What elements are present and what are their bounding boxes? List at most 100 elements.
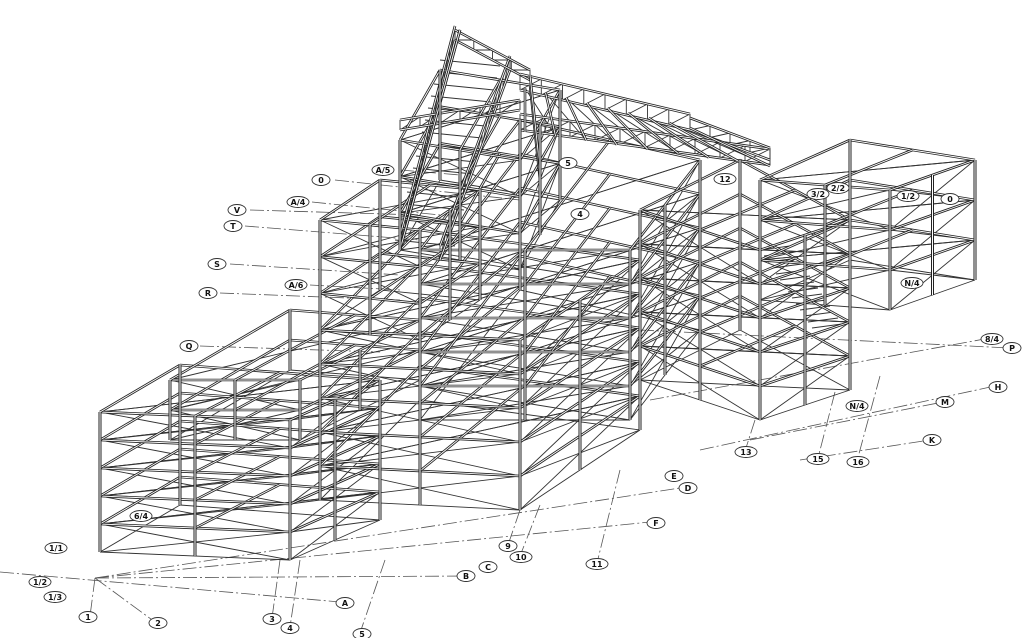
truss-chord-inner: [529, 74, 541, 171]
grid-line: [639, 329, 1011, 349]
beam-inner: [234, 314, 356, 381]
grid-bubble-text: F: [653, 519, 658, 528]
beam-inner: [699, 291, 796, 333]
beam-inner: [194, 456, 281, 501]
grid-bubble-text: 9: [505, 542, 511, 551]
grid-line: [289, 559, 301, 628]
grid-bubble-text: 1/3: [48, 593, 62, 602]
beam-inner: [759, 139, 851, 181]
grid-line: [94, 487, 681, 579]
truss-chord-inner: [399, 99, 521, 121]
beam-inner: [524, 173, 611, 285]
grid-bubble: 15: [806, 453, 830, 465]
grid-bubble: 3: [262, 613, 282, 625]
roof-purlin-inner: [545, 92, 557, 137]
grid-line: [94, 521, 651, 579]
roof-purlin-inner: [648, 117, 710, 158]
stair-tread: [771, 263, 803, 269]
beam-inner: [419, 244, 531, 336]
grid-bubble-circle: [223, 220, 243, 232]
grid-bubble-circle: [734, 446, 758, 458]
grid-bubble-text: C: [485, 563, 491, 572]
truss-web: [439, 109, 461, 124]
base-line: [99, 504, 181, 553]
grid-bubble-circle: [286, 196, 310, 208]
grid-bubble: 11: [585, 558, 609, 570]
beam-inner: [99, 392, 181, 441]
beam-inner: [99, 364, 181, 413]
base-line: [289, 369, 421, 381]
frame-label-text: 0: [947, 195, 953, 204]
grid-bubble-circle: [922, 434, 942, 446]
grid-line: [596, 469, 621, 564]
truss-chord-inner: [399, 29, 461, 251]
grid-line: [244, 225, 421, 241]
frame-label: N/4: [900, 277, 924, 289]
grid-bubble-circle: [988, 381, 1008, 393]
beam-inner: [419, 153, 521, 285]
grid-bubble-text: K: [929, 436, 936, 445]
floor-brace: [319, 395, 641, 467]
roof-brace: [565, 97, 618, 146]
frame-label: 12: [713, 173, 737, 185]
roof-brace: [586, 102, 648, 150]
grid-line: [229, 263, 401, 276]
beam-inner: [319, 365, 421, 467]
beam-inner: [419, 380, 531, 472]
beam-inner: [194, 400, 281, 445]
grid-bubble: 4: [280, 622, 300, 634]
beam-inner: [319, 297, 421, 399]
truss-web: [459, 106, 481, 121]
base-line: [849, 259, 976, 281]
grid-bubble: S: [207, 258, 227, 270]
base-line: [739, 329, 851, 391]
roof-purlin-inner: [627, 112, 679, 154]
grid-bubble-circle: [845, 400, 869, 412]
beam-inner: [419, 187, 521, 319]
grid-bubble-text: A/5: [376, 166, 391, 175]
grid-bubble: T: [223, 220, 243, 232]
frame-label-text: 2/2: [831, 184, 845, 193]
grid-bubble: 13: [734, 446, 758, 458]
roof-purlin-inner: [689, 127, 771, 167]
grid-bubble-circle: [28, 576, 52, 588]
grid-bubble-circle: [664, 470, 684, 482]
grid-line: [249, 209, 421, 216]
stair-tread: [783, 281, 815, 287]
grid-bubble: 8/4: [980, 333, 1004, 345]
grid-bubble: N/4: [845, 400, 869, 412]
grid-line: [744, 419, 756, 452]
beam-inner: [99, 448, 181, 497]
grid-bubble: 9: [498, 540, 518, 552]
grid-bubble: Q: [179, 340, 199, 352]
floor-brace: [169, 319, 421, 381]
beam-inner: [169, 339, 291, 411]
grid-bubble-circle: [846, 456, 870, 468]
frame-label: 1/2: [896, 190, 920, 202]
grid-bubble: F: [646, 517, 666, 529]
grid-bubble-text: 10: [515, 553, 527, 562]
grid-bubble-text: 5: [359, 630, 365, 638]
beam-inner: [419, 278, 531, 370]
grid-bubble: A/5: [371, 164, 395, 176]
beam-inner: [639, 261, 741, 313]
truss-chord-inner: [439, 55, 511, 247]
grid-bubble: 1: [78, 611, 98, 623]
base-line: [169, 369, 291, 441]
frame-label: 4: [570, 208, 590, 220]
truss-web: [499, 99, 521, 114]
floor-brace: [319, 327, 641, 399]
grid-bubble-circle: [179, 340, 199, 352]
beam-inner: [524, 275, 611, 387]
frame-label: 0: [940, 193, 960, 205]
base-line: [639, 329, 741, 381]
grid-bubble-text: V: [234, 206, 241, 215]
columns: [98, 70, 977, 560]
floor-brace: [759, 159, 976, 181]
grid-bubble: 1/3: [43, 591, 67, 603]
beam-inner: [194, 484, 281, 529]
grid-bubble: H: [988, 381, 1008, 393]
floor-brace: [639, 209, 851, 221]
